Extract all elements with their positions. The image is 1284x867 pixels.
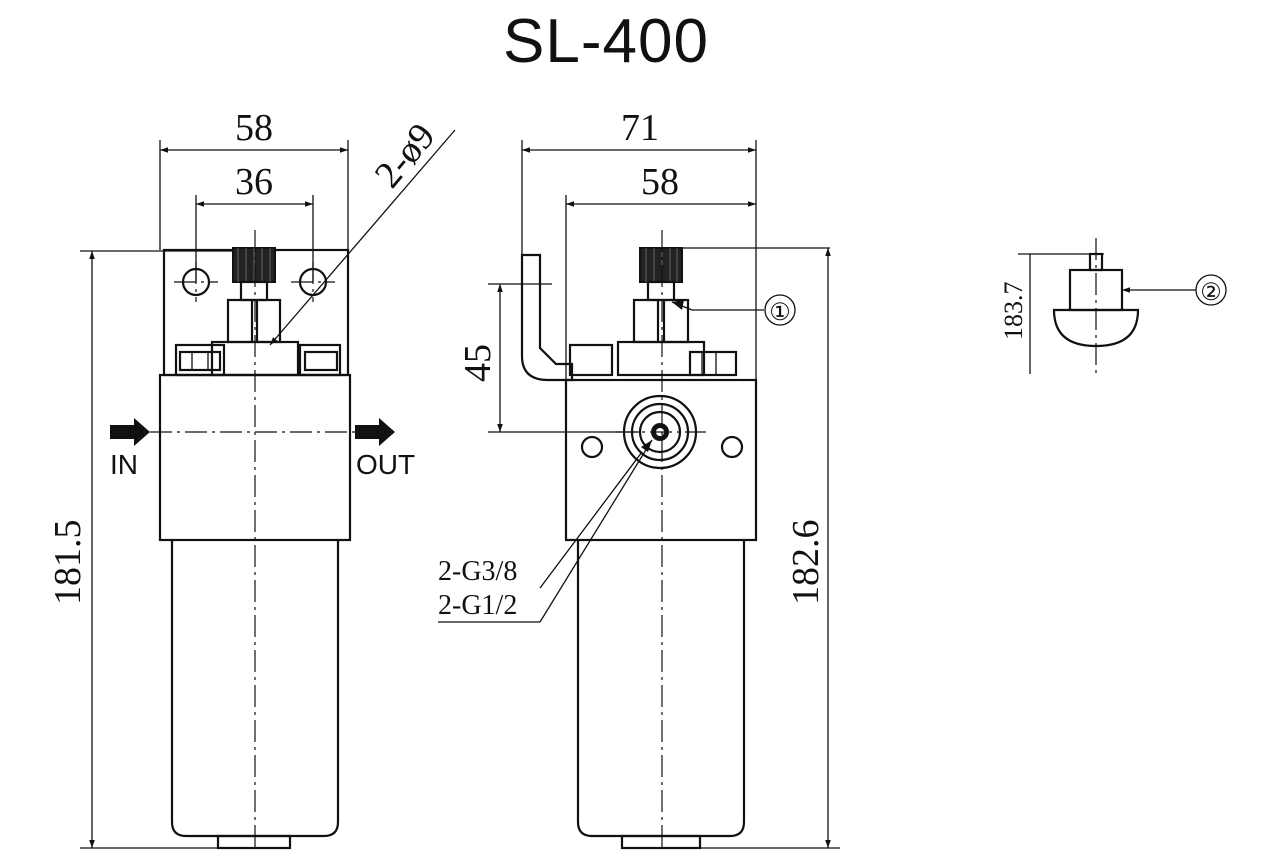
dim-overall-width: 58 [235,107,273,149]
drawing-title: SL-400 [503,7,709,76]
dim-height: 182.6 [785,520,827,606]
side-view: 71 58 45 ① [438,107,840,850]
label-out: OUT [356,449,415,480]
dim-height: 181.5 [47,520,89,606]
indicator-knob [639,247,683,283]
arrow-right-icon [355,418,395,446]
dim-bracket-height: 45 [457,344,499,382]
mounting-bracket [520,253,574,382]
label-in: IN [110,449,138,480]
detail-view: 183.7 ② [999,238,1227,374]
balloon-2 [1195,274,1227,306]
arrow-right-icon [110,418,150,446]
balloon-1 [764,294,796,326]
front-view: 58 36 2-ø9 [47,107,456,850]
hole-leader [269,129,456,346]
dim-height: 183.7 [999,282,1028,341]
dim-hole-spacing: 36 [235,161,273,203]
port-callout-1: 2-G3/8 [438,556,517,587]
filter-bowl [576,540,746,838]
dim-body-width: 58 [641,161,679,203]
manifold-block [564,378,758,542]
balloon-2-label: ② [1200,279,1222,306]
balloon-1-label: ① [769,299,791,326]
dim-hole-callout: 2-ø9 [367,115,444,195]
port-callout-2: 2-G1/2 [438,590,517,621]
dim-overall-width: 71 [621,107,659,149]
